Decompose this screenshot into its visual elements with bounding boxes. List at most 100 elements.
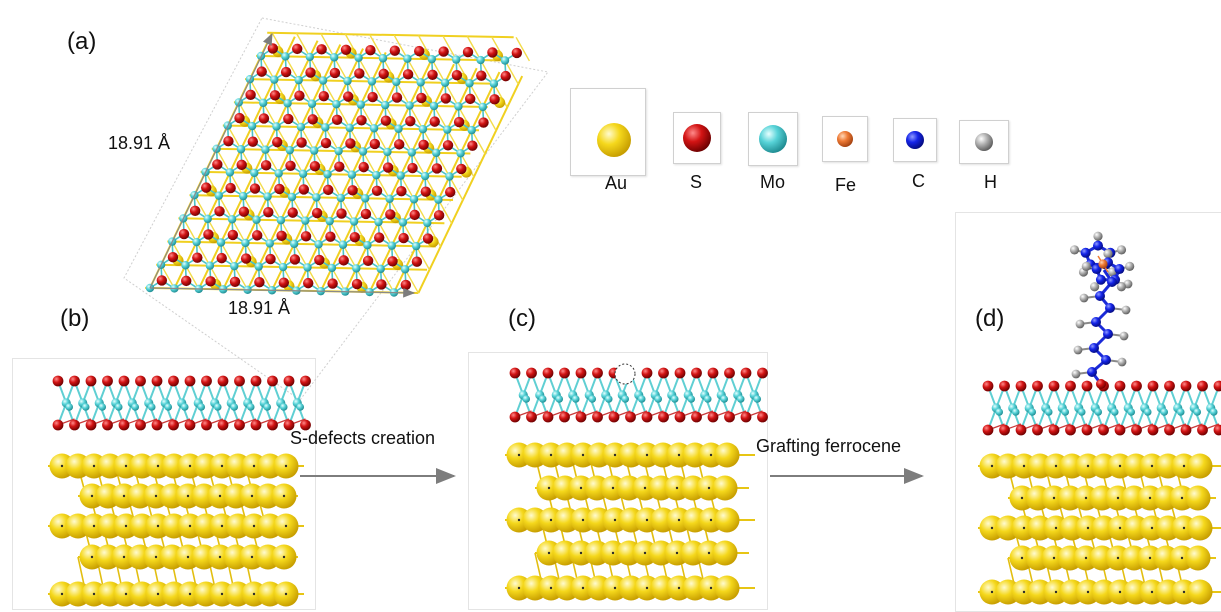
au-atom-center: [990, 590, 994, 594]
s-atom: [327, 278, 338, 289]
au-atom-center: [675, 551, 679, 555]
s-atom: [1164, 380, 1175, 392]
au-atom-center: [188, 464, 192, 468]
h-atom: [1116, 245, 1127, 255]
s-atom: [391, 92, 403, 103]
s-atom: [283, 419, 295, 431]
c-atom: [1091, 264, 1102, 275]
au-atom-center: [1118, 526, 1122, 530]
au-atom-center: [90, 555, 94, 559]
h-atom: [1117, 357, 1127, 367]
au-atom-center: [677, 453, 681, 457]
mo-atom: [720, 395, 729, 403]
au-atom-center: [60, 464, 64, 468]
mo-atom: [405, 101, 414, 110]
au-atom-center: [1118, 464, 1122, 468]
mo-atom: [555, 395, 564, 403]
bond: [466, 36, 508, 108]
mo-atom: [294, 75, 303, 85]
s-atom: [52, 375, 64, 387]
mo-atom: [312, 193, 321, 202]
s-atom: [740, 367, 752, 379]
s-atom: [1197, 380, 1208, 392]
s-atom: [316, 44, 327, 55]
mo-atom: [476, 55, 485, 65]
mo-atom: [283, 99, 292, 108]
au-atom-center: [709, 586, 713, 590]
mo-atom: [334, 146, 343, 156]
au-atom-center: [284, 464, 288, 468]
mo-atom: [420, 171, 430, 181]
s-atom: [345, 138, 356, 149]
s-atom: [287, 207, 298, 218]
s-atom: [205, 276, 216, 287]
s-atom: [247, 136, 259, 147]
s-atom: [369, 138, 381, 150]
mo-atom: [321, 123, 330, 132]
au-atom-center: [1022, 526, 1026, 530]
mo-atom: [465, 79, 474, 88]
h-atom-icon: [975, 133, 993, 151]
c-atom: [1089, 343, 1099, 353]
au-atom-center: [92, 524, 96, 528]
bond: [222, 44, 342, 290]
mo-atom: [192, 237, 201, 247]
s-atom: [396, 186, 407, 197]
s-atom: [52, 419, 64, 431]
s-atom: [329, 67, 341, 79]
mo-atom: [274, 169, 283, 178]
s-atom: [280, 66, 292, 78]
au-atom: [714, 442, 740, 468]
mo-atom: [1193, 408, 1202, 416]
mo-atom: [250, 168, 259, 178]
s-atom: [465, 93, 476, 105]
au-atom-center: [579, 486, 583, 490]
au-atom-center: [707, 486, 711, 490]
s-atom: [526, 411, 537, 423]
legend-card-h: [959, 120, 1009, 164]
mo-atom: [276, 216, 286, 225]
h-atom: [1103, 249, 1113, 259]
au-atom-center: [643, 486, 647, 490]
mo-atom: [227, 215, 237, 224]
au-atom-center: [218, 555, 222, 559]
au-atom-center: [1054, 590, 1058, 594]
h-atom: [1121, 305, 1131, 315]
mo-atom: [310, 146, 319, 155]
s-atom: [559, 367, 570, 379]
au-atom-center: [1116, 496, 1120, 500]
s-atom: [303, 277, 314, 289]
mo-atom: [305, 52, 314, 62]
s-atom: [658, 411, 669, 423]
au-atom-center: [252, 592, 256, 596]
mo-atom: [378, 54, 388, 63]
s-atom: [252, 230, 263, 241]
s-atom: [300, 231, 312, 242]
mo-atom: [1028, 408, 1037, 416]
mo-atom: [265, 239, 274, 248]
au-atom-center: [1116, 556, 1120, 560]
mo-atom: [241, 238, 250, 248]
s-atom: [380, 115, 392, 126]
s-atom: [267, 419, 278, 431]
legend-label-c: C: [912, 171, 925, 191]
s-atom: [69, 375, 80, 387]
s-atom: [414, 45, 425, 57]
mo-atom: [588, 395, 597, 403]
s-atom: [325, 231, 336, 242]
supercell-bottom-length: 18.91 Å: [228, 298, 291, 318]
h-atom: [1071, 369, 1081, 379]
au-atom-center: [613, 453, 617, 457]
s-atom: [362, 255, 374, 267]
panel-b-label: (b): [60, 305, 90, 332]
s-atom: [641, 411, 653, 423]
s-atom: [250, 375, 262, 387]
au-atom-center: [1150, 464, 1154, 468]
s-atom: [542, 367, 554, 379]
s-atom: [1015, 424, 1027, 436]
s-atom: [982, 424, 994, 436]
au-atom-center: [579, 551, 583, 555]
mo-atom: [239, 191, 248, 201]
s-atom: [511, 47, 523, 59]
mo-atom: [281, 52, 290, 61]
